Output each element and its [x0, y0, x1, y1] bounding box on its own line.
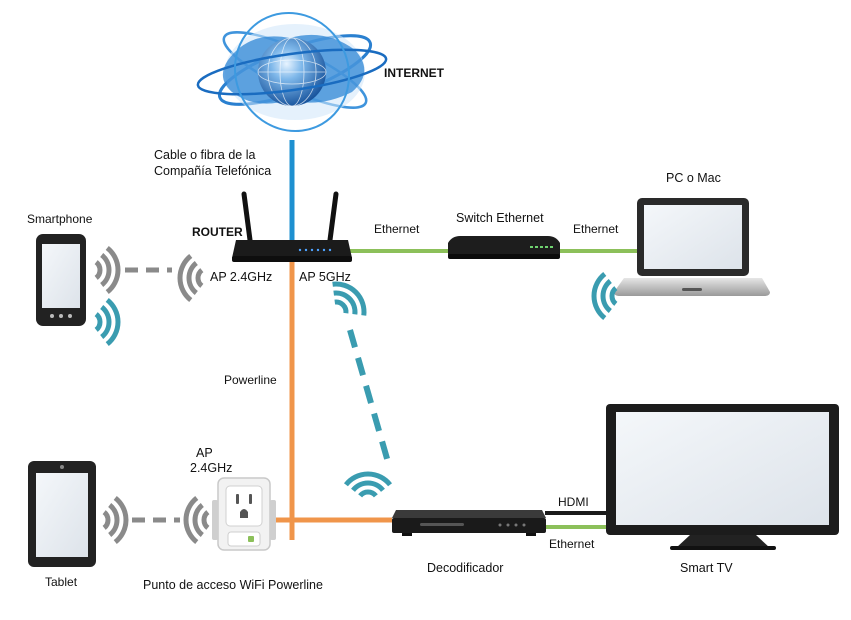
wifi-arc-2 [351, 480, 385, 492]
smartphone-icon[interactable] [36, 234, 86, 326]
wifi-arc-3 [591, 271, 607, 321]
wifi-arc-2 [192, 503, 204, 537]
powerline-label: Powerline [224, 373, 277, 387]
ethernet-label-decoder-tv: Ethernet [549, 537, 595, 551]
pc-mac-label: PC o Mac [666, 171, 721, 185]
smart-tv-icon[interactable] [606, 404, 839, 550]
ap-label-line2: 2.4GHz [190, 461, 233, 475]
wifi-smartphone-grey-icon [94, 245, 121, 295]
wifi-arc-2 [333, 290, 358, 315]
wifi-arc-1 [201, 510, 210, 530]
wifi-arc-2 [186, 261, 198, 295]
ap-label-line1: AP [196, 446, 213, 460]
wifi-decoder-icon [343, 471, 393, 498]
wifi-arc-1 [94, 260, 103, 280]
internet-globe-icon [196, 11, 388, 133]
tablet-label: Tablet [45, 575, 78, 589]
wifi-router-5ghz-icon [332, 281, 367, 316]
wifi-arc-2 [600, 279, 612, 313]
wifi-arc-2 [108, 503, 120, 537]
router-icon[interactable] [232, 191, 352, 262]
internet-label: INTERNET [384, 66, 444, 80]
cables [125, 140, 640, 540]
wifi-arc-1 [358, 489, 378, 498]
wireless-link-router-decoder [347, 329, 391, 463]
ap-5ghz-label: AP 5GHz [299, 270, 351, 284]
wifi-arc-1 [609, 286, 618, 306]
powerline-ap-icon[interactable] [212, 477, 276, 551]
wifi-pc-icon [591, 271, 618, 321]
wifi-arc-3 [177, 253, 193, 303]
tablet-icon[interactable] [28, 461, 96, 567]
wifi-arc-1 [195, 268, 204, 288]
wifi-ap-left-icon [183, 495, 210, 545]
ap-24ghz-label: AP 2.4GHz [210, 270, 273, 284]
hdmi-label: HDMI [558, 495, 589, 509]
decoder-icon[interactable] [392, 510, 546, 536]
wifi-smartphone-teal-icon [94, 297, 121, 347]
wifi-arc-3 [343, 471, 393, 487]
smartphone-label: Smartphone [27, 212, 93, 226]
wifi-arc-3 [113, 495, 129, 545]
wifi-arc-1 [334, 299, 349, 314]
cable-label-line2: Compañía Telefónica [154, 164, 272, 178]
wifi-tablet-icon [102, 495, 129, 545]
pc-laptop-icon[interactable] [614, 198, 770, 296]
wifi-arc-1 [94, 312, 103, 332]
ethernet-label-router-switch: Ethernet [374, 222, 420, 236]
cable-label-line1: Cable o fibra de la [154, 148, 256, 162]
wifi-arc-2 [100, 253, 112, 287]
switch-ethernet-label: Switch Ethernet [456, 211, 544, 225]
smart-tv-label: Smart TV [680, 561, 733, 575]
wifi-arc-3 [105, 245, 121, 295]
wifi-arc-3 [183, 495, 199, 545]
switch-ethernet-icon[interactable] [448, 236, 560, 259]
wifi-arc-3 [105, 297, 121, 347]
wifi-router-left-icon [177, 253, 204, 303]
powerline-ap-label: Punto de acceso WiFi Powerline [143, 578, 323, 592]
ethernet-label-switch-pc: Ethernet [573, 222, 619, 236]
wifi-arc-2 [100, 305, 112, 339]
wifi-arc-1 [102, 510, 111, 530]
decoder-label: Decodificador [427, 561, 504, 575]
wifi-arc-3 [332, 281, 367, 316]
router-label: ROUTER [192, 225, 243, 239]
